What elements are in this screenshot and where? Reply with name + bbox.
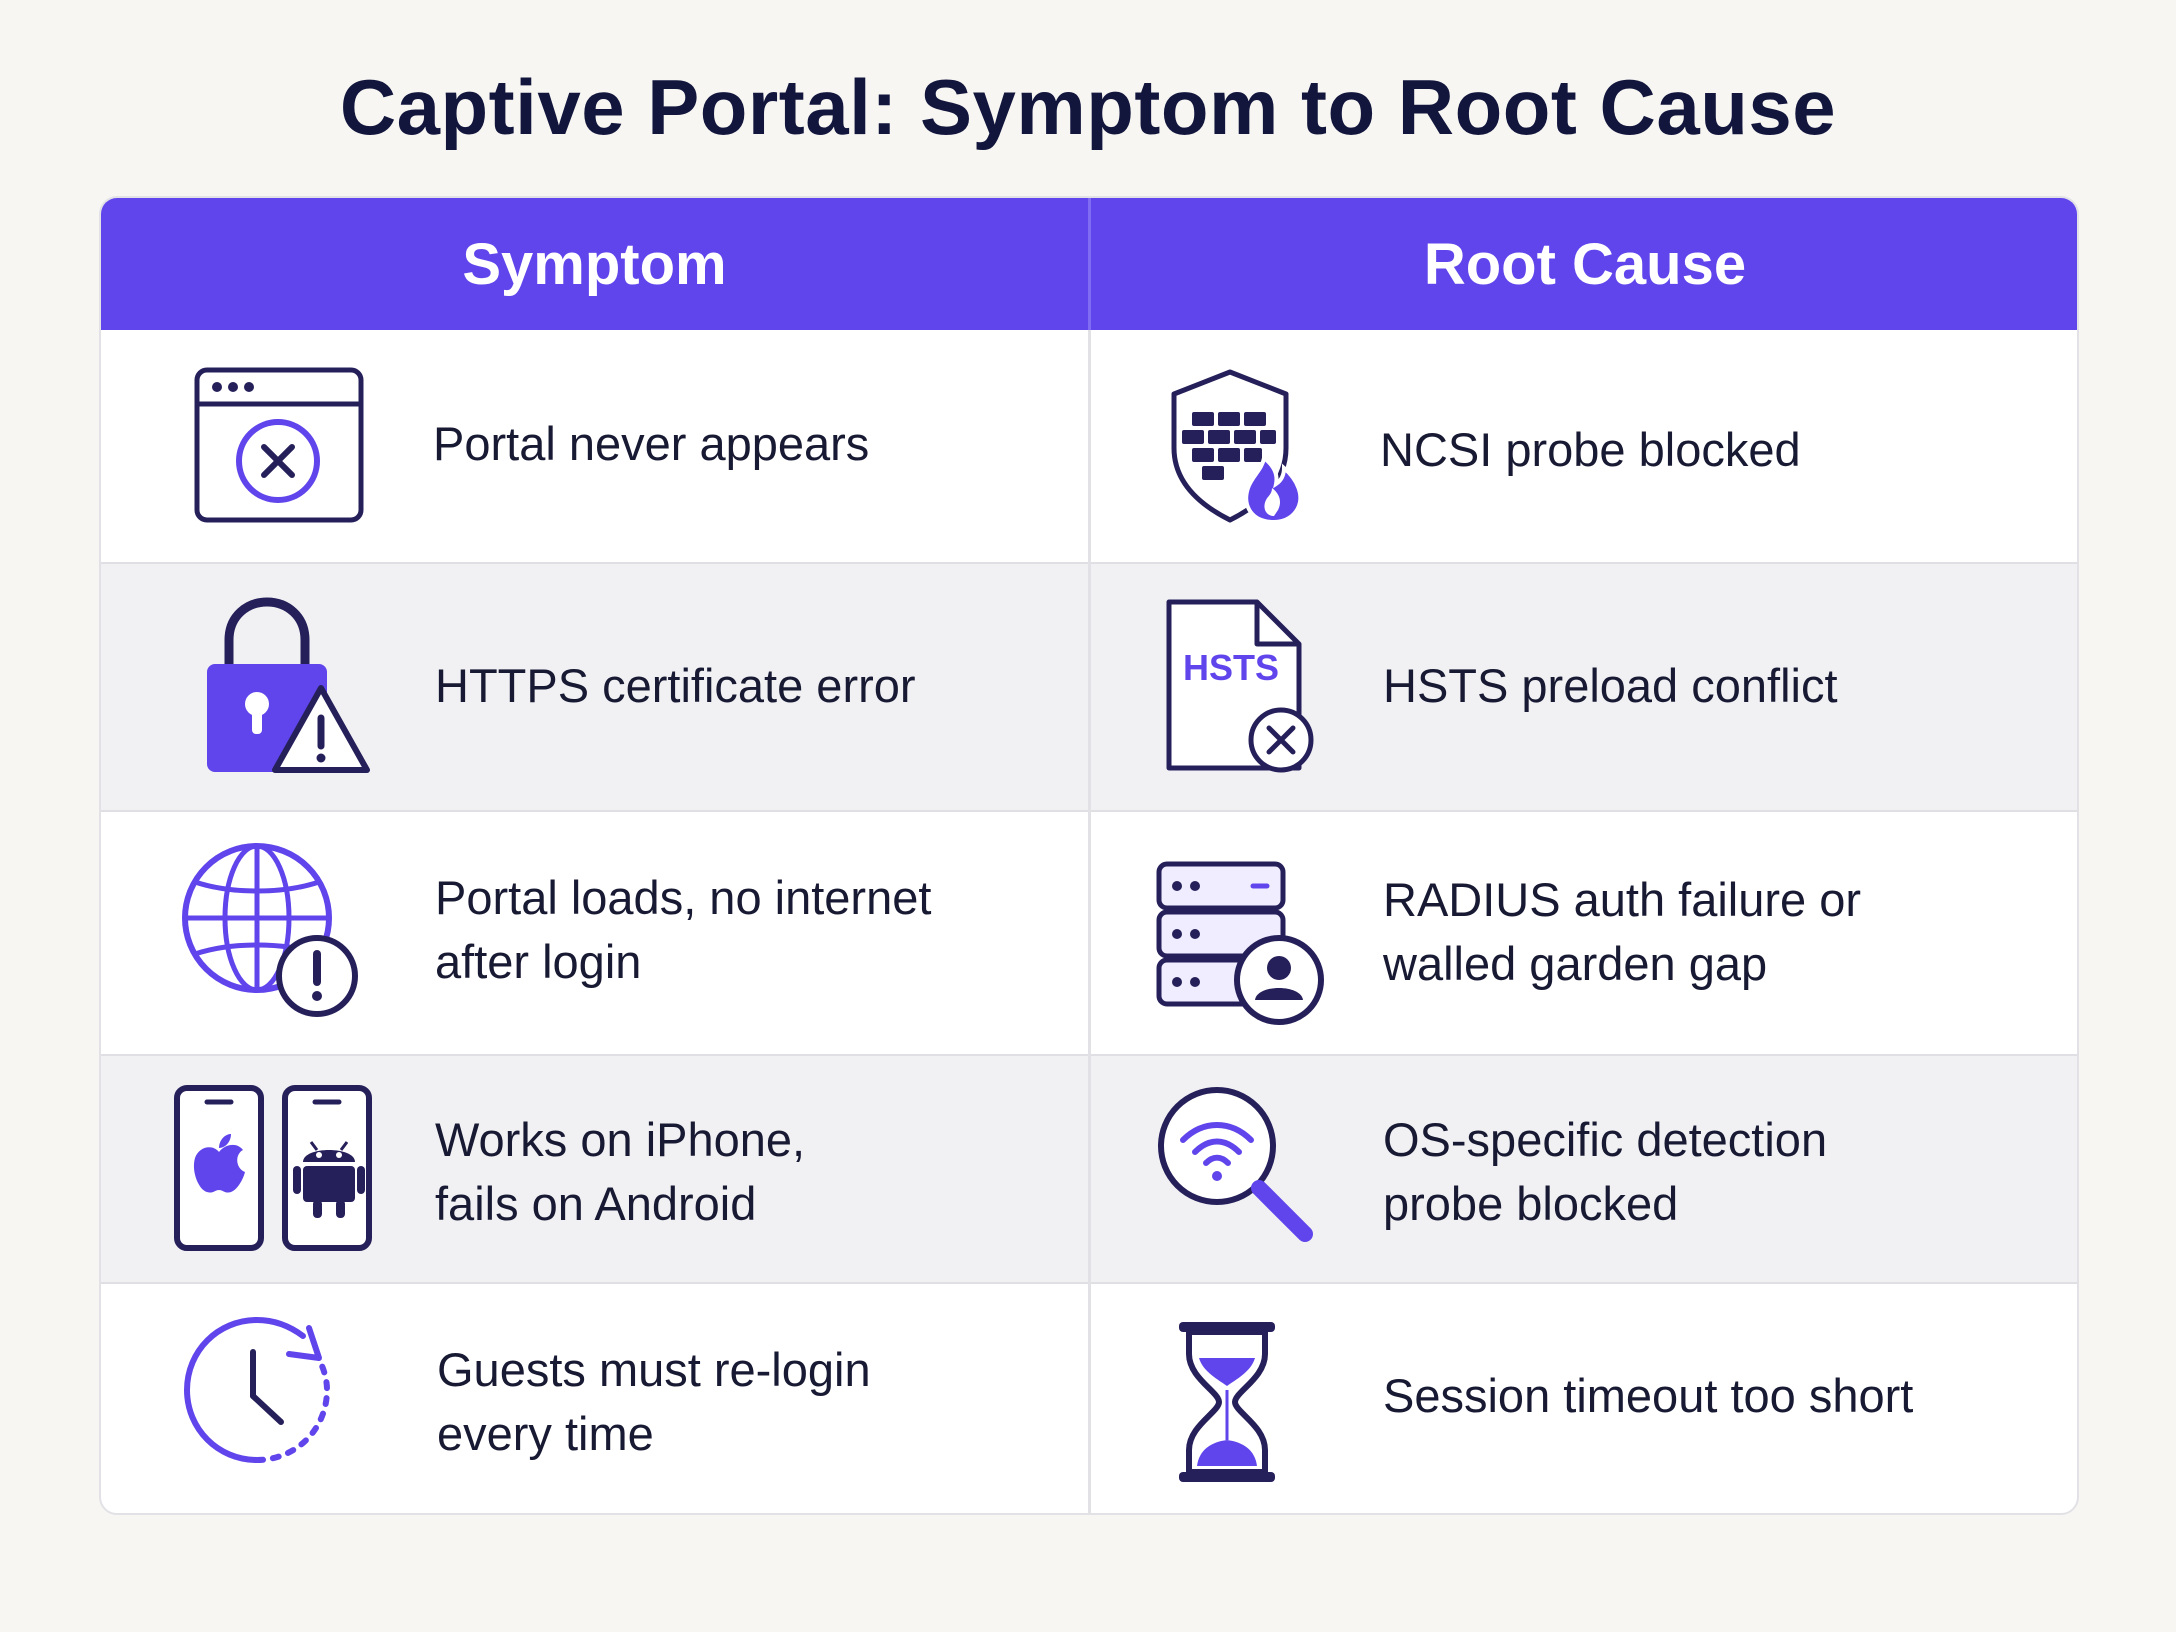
server-user-icon xyxy=(1155,860,1335,1030)
header-root-cause: Root Cause xyxy=(1423,231,1747,297)
table-row: Portal never appears xyxy=(101,330,2077,562)
hsts-label: HSTS xyxy=(1183,647,1279,688)
root-cause-text: NCSI probe blocked xyxy=(1380,423,1801,476)
header-divider xyxy=(1088,198,1091,330)
root-cause-text: Session timeout too short xyxy=(1383,1369,1914,1422)
hourglass-icon xyxy=(1175,1320,1285,1486)
wifi-search-icon xyxy=(1155,1084,1325,1254)
root-cause-text: HSTS preload conflict xyxy=(1383,659,1838,712)
symptom-text: HTTPS certificate error xyxy=(435,659,916,712)
browser-error-icon xyxy=(193,366,365,526)
globe-alert-icon xyxy=(181,842,361,1022)
column-divider xyxy=(1088,330,1091,1513)
table-row: Portal loads, no internet after login xyxy=(101,810,2077,1054)
firewall-shield-icon xyxy=(1162,366,1322,526)
symptom-text: Guests must re-login every time xyxy=(437,1343,871,1460)
root-cause-text: OS-specific detection probe blocked xyxy=(1383,1113,1828,1230)
table-row: Guests must re-login every time Session … xyxy=(101,1282,2077,1513)
padlock-warning-icon xyxy=(203,596,373,776)
symptom-text: Portal loads, no internet after login xyxy=(435,871,932,988)
symptom-cause-table: Symptom Root Cause Portal never appears xyxy=(99,196,2079,1515)
iphone-android-icon xyxy=(173,1084,373,1254)
header-symptom: Symptom xyxy=(462,231,727,297)
symptom-text: Works on iPhone, fails on Android xyxy=(435,1113,806,1230)
symptom-text: Portal never appears xyxy=(433,417,870,470)
table-header: Symptom Root Cause xyxy=(101,198,2077,330)
hsts-document-icon: HSTS xyxy=(1165,598,1325,774)
clock-refresh-icon xyxy=(181,1314,351,1484)
page-title: Captive Portal: Symptom to Root Cause xyxy=(339,63,1837,151)
root-cause-text: RADIUS auth failure or walled garden gap xyxy=(1383,873,1862,990)
